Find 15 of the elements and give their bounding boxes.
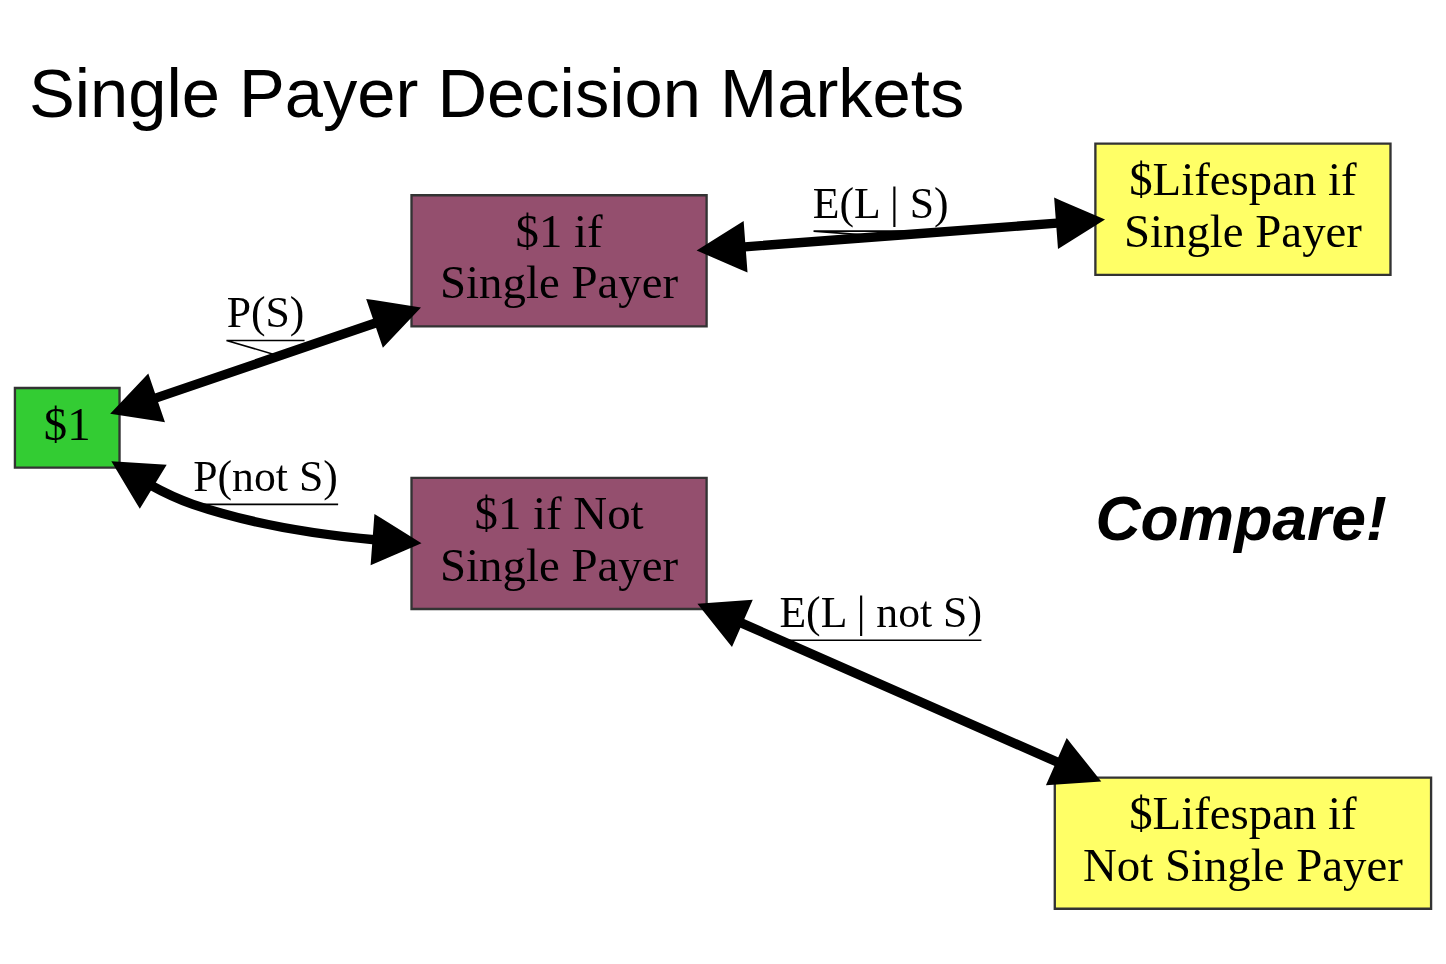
label: Compare! bbox=[1095, 482, 1387, 553]
edge-label: P(S) bbox=[226, 287, 305, 336]
arrow bbox=[110, 298, 421, 422]
node-box: $1 if Not Single Payer bbox=[410, 476, 708, 610]
arrow bbox=[697, 599, 1102, 785]
edge-label: E(L | S) bbox=[812, 178, 949, 227]
diagram-title: Single Payer Decision Markets bbox=[28, 54, 965, 132]
arrow bbox=[696, 197, 1106, 272]
node-box: $1 bbox=[13, 386, 121, 469]
node-box: $1 if Single Payer bbox=[410, 193, 708, 328]
node-box: $Lifespan if Single Payer bbox=[1094, 142, 1392, 276]
arrow bbox=[111, 460, 422, 565]
edge-label: P(not S) bbox=[193, 451, 338, 500]
node-box: $Lifespan if Not Single Payer bbox=[1053, 775, 1433, 910]
edge-label: E(L | not S) bbox=[779, 587, 982, 636]
